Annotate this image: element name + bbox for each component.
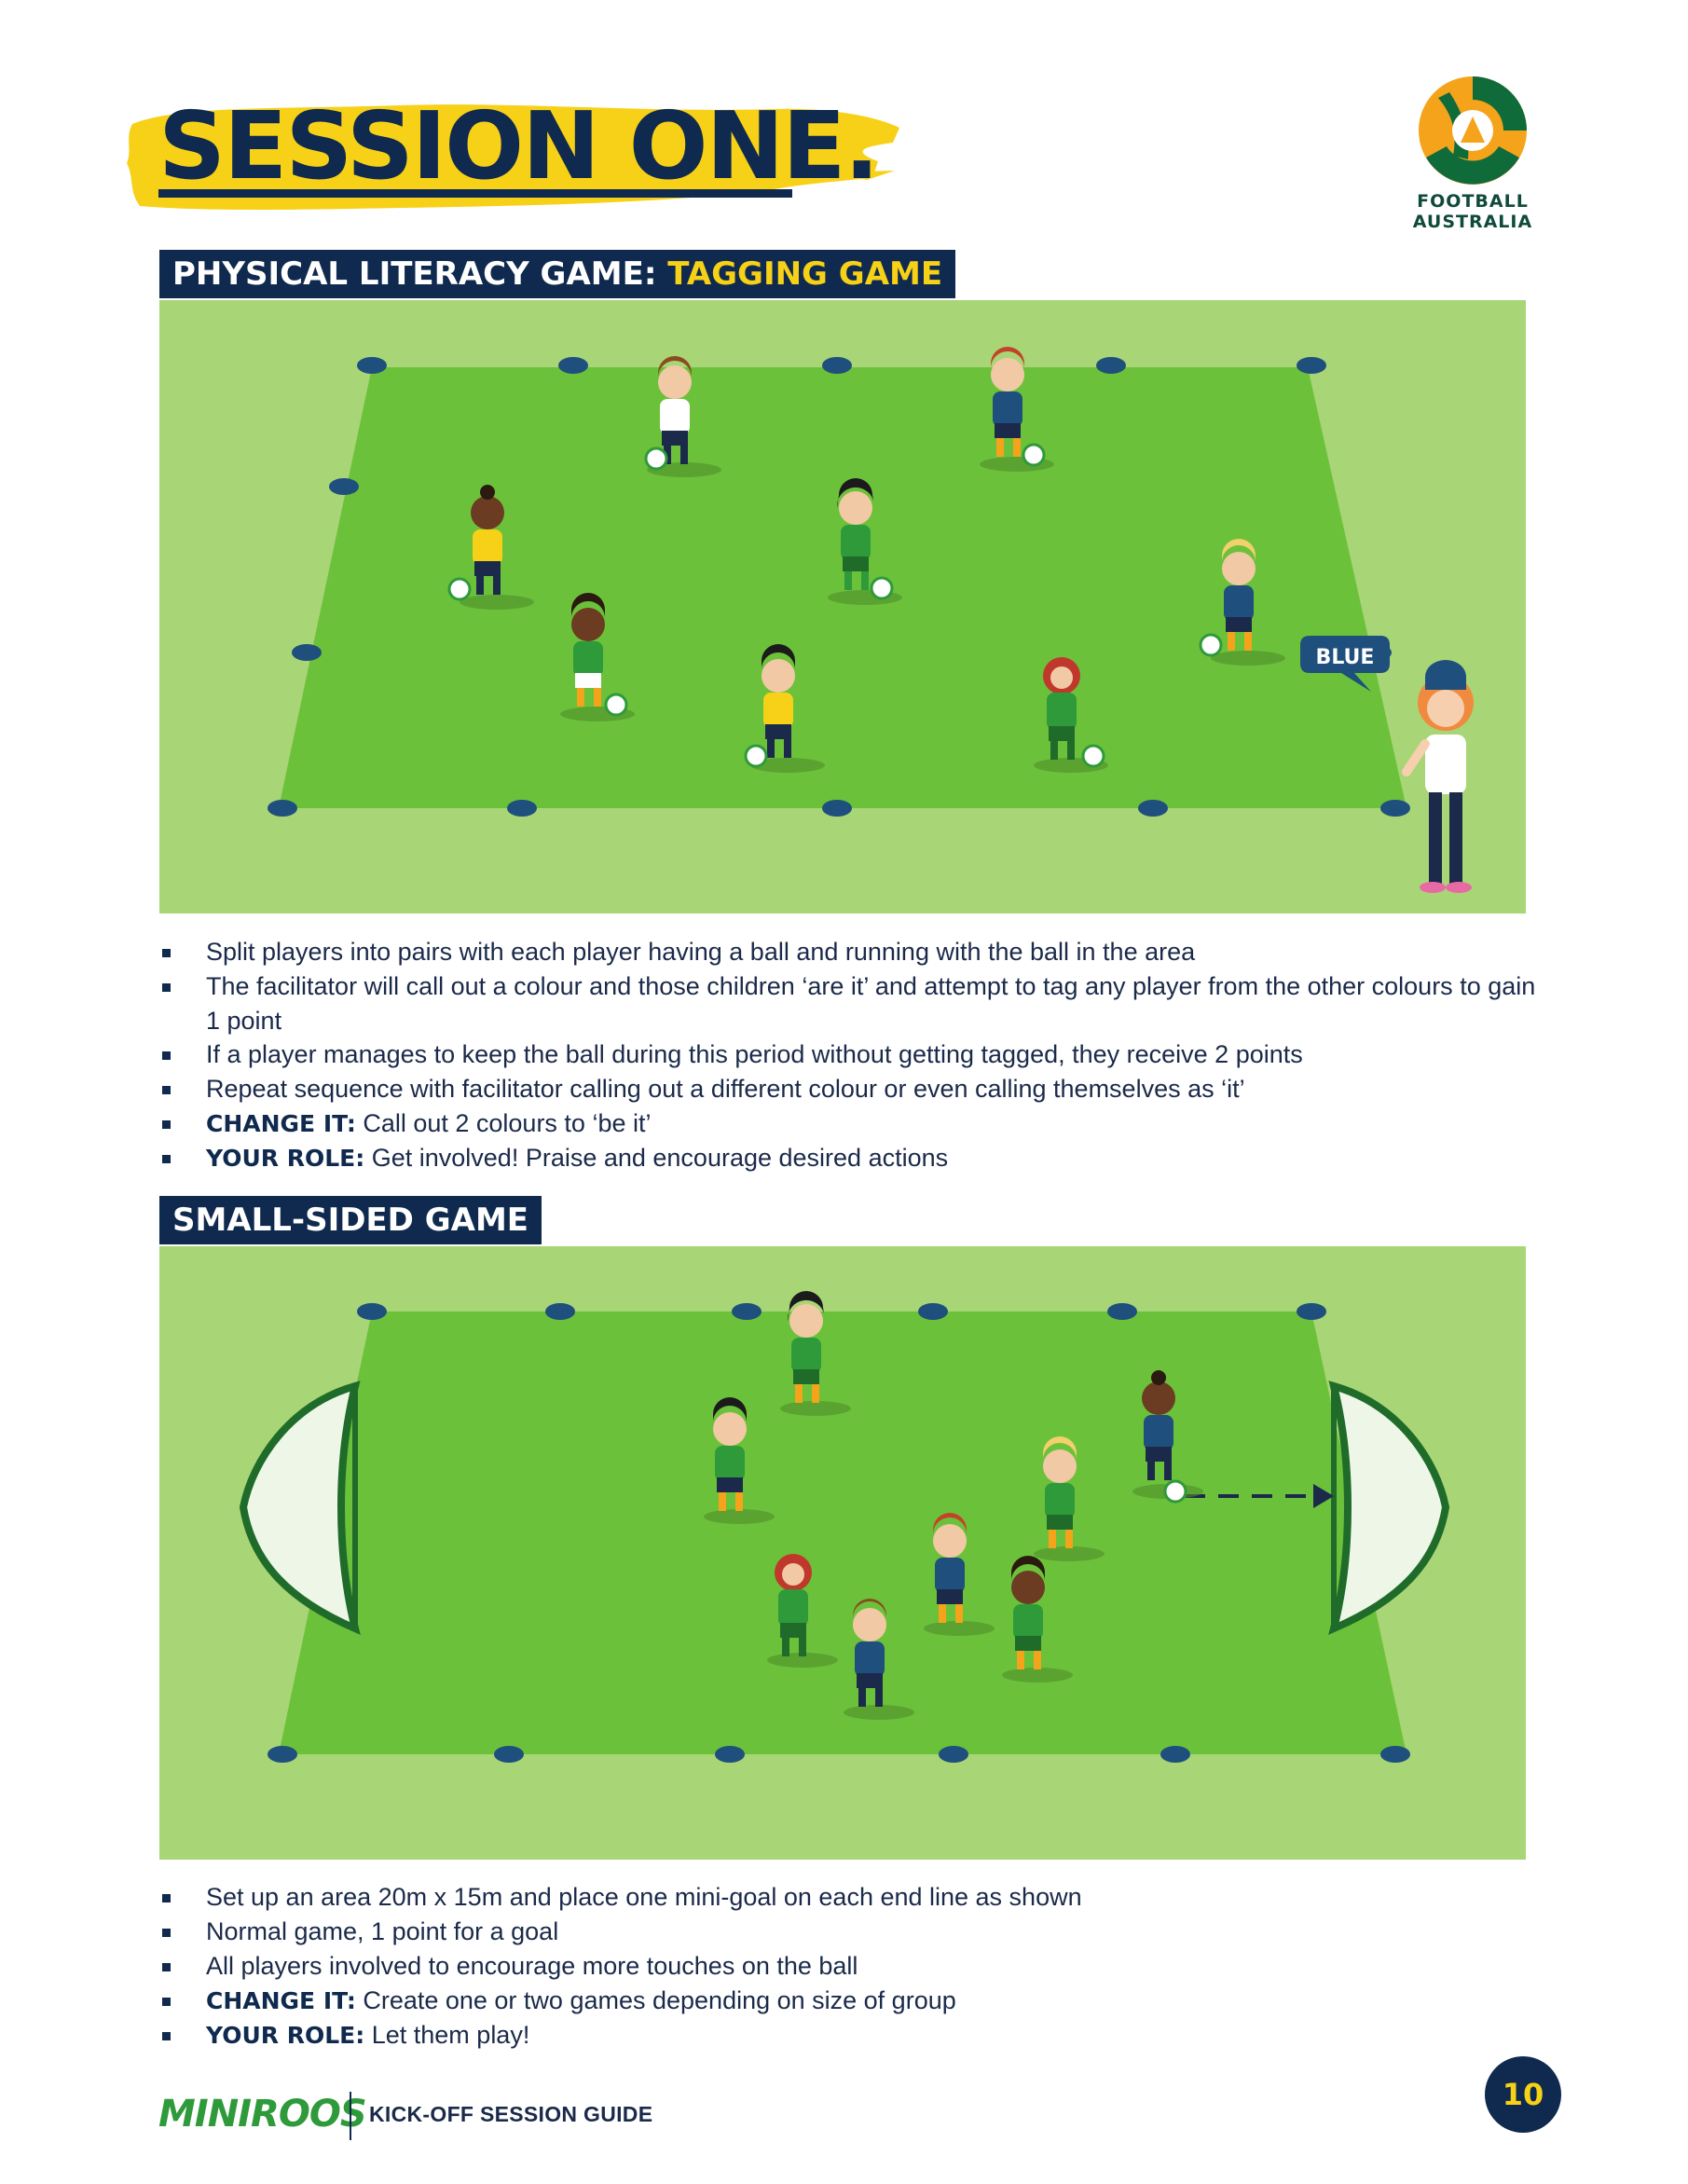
cone: [822, 800, 852, 817]
player: [560, 593, 635, 721]
list-item: The facilitator will call out a colour a…: [159, 969, 1539, 1037]
football-australia-logo: FOOTBALL AUSTRALIA: [1398, 70, 1547, 238]
cone: [268, 800, 297, 817]
player: [767, 1554, 838, 1668]
cone: [1297, 1303, 1326, 1320]
player: [1132, 1370, 1203, 1504]
player: [1034, 657, 1108, 773]
cone: [918, 1303, 948, 1320]
title-brush-stroke: [127, 104, 899, 210]
tagging-game-instructions: Split players into pairs with each playe…: [159, 935, 1539, 1175]
cone: [545, 1303, 575, 1320]
pitch-area: [279, 1312, 1407, 1754]
list-item: Set up an area 20m x 15m and place one m…: [159, 1880, 1539, 1915]
list-item: All players involved to encourage more t…: [159, 1949, 1539, 1984]
small-sided-game-pitch-diagram: [159, 1246, 1526, 1860]
cone: [1138, 800, 1168, 817]
player: [1002, 1556, 1073, 1683]
player: [780, 1291, 851, 1416]
cone: [715, 1746, 745, 1763]
title-underline: [158, 189, 792, 198]
speech-bubble-text: BLUE: [1316, 646, 1375, 669]
player: [828, 478, 902, 605]
section-title-accent: TAGGING GAME: [667, 255, 943, 293]
mini-goal-right: [1328, 1380, 1450, 1635]
cone: [329, 478, 359, 495]
cone: [357, 357, 387, 374]
cone: [1380, 1746, 1410, 1763]
tagging-game-pitch-diagram: BLUE: [159, 300, 1526, 913]
cone: [732, 1303, 762, 1320]
section-header-tagging-game: PHYSICAL LITERACY GAME: TAGGING GAME: [159, 250, 956, 298]
player: [744, 644, 825, 773]
cone: [1297, 357, 1326, 374]
list-item: YOUR ROLE: Let them play!: [159, 2018, 1539, 2053]
player: [1199, 539, 1285, 666]
cone: [268, 1746, 297, 1763]
cone: [292, 644, 322, 661]
list-item: CHANGE IT: Call out 2 colours to ‘be it’: [159, 1106, 1539, 1141]
speech-bubble: [1300, 636, 1390, 692]
player: [1034, 1436, 1105, 1561]
cone: [939, 1746, 968, 1763]
footer-divider: [350, 2092, 351, 2140]
cones: [268, 1303, 1410, 1763]
cone: [1107, 1303, 1137, 1320]
cone: [494, 1746, 524, 1763]
section-title-main: SMALL-SIDED GAME: [172, 1202, 529, 1239]
logo-text-line-1: FOOTBALL: [1417, 191, 1529, 212]
football-australia-emblem-icon: [1419, 76, 1527, 185]
player: [980, 347, 1054, 472]
footer-guide-title: KICK-OFF SESSION GUIDE: [369, 2102, 653, 2126]
cone: [1096, 357, 1126, 374]
cone: [1160, 1746, 1190, 1763]
small-sided-game-instructions: Set up an area 20m x 15m and place one m…: [159, 1880, 1539, 2053]
cone: [558, 357, 588, 374]
player: [844, 1599, 914, 1720]
section-header-small-sided-game: SMALL-SIDED GAME: [159, 1196, 542, 1244]
section-title-main: PHYSICAL LITERACY GAME:: [172, 255, 657, 293]
list-item: CHANGE IT: Create one or two games depen…: [159, 1984, 1539, 2018]
player: [704, 1397, 775, 1524]
pass-arrow-head: [1313, 1484, 1334, 1508]
list-item: Split players into pairs with each playe…: [159, 935, 1539, 969]
list-item: Repeat sequence with facilitator calling…: [159, 1072, 1539, 1106]
mini-goal-left: [239, 1380, 361, 1635]
cone: [507, 800, 537, 817]
player: [924, 1513, 995, 1636]
logo-text-line-2: AUSTRALIA: [1412, 212, 1533, 232]
list-item: Normal game, 1 point for a goal: [159, 1915, 1539, 1949]
list-item: YOUR ROLE: Get involved! Praise and enco…: [159, 1141, 1539, 1175]
cone: [822, 357, 852, 374]
list-item: If a player manages to keep the ball dur…: [159, 1037, 1539, 1072]
pitch-area: [279, 367, 1407, 808]
facilitator: [1402, 660, 1474, 893]
miniroos-logo: MINIROOS: [158, 2093, 367, 2136]
player: [447, 485, 534, 610]
page-title: SESSION ONE.: [158, 91, 880, 200]
player: [644, 356, 721, 477]
cone: [1380, 800, 1410, 817]
cone: [357, 1303, 387, 1320]
page-number: 10: [1485, 2056, 1561, 2133]
